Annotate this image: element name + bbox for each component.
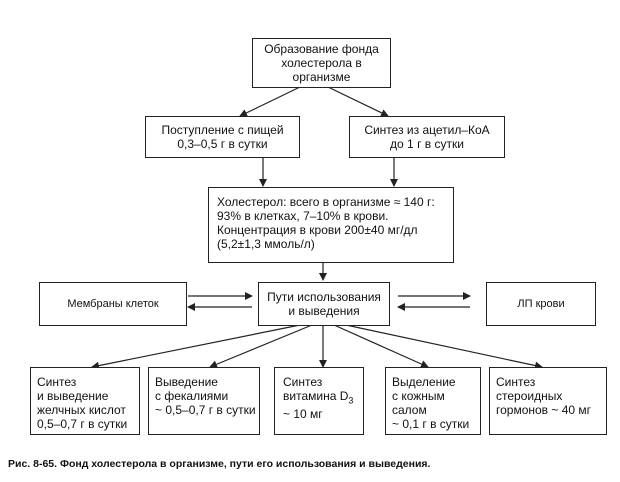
pool-formation-line: холестерола в	[281, 56, 362, 70]
fecal-excretion-box: Выведение с фекалиями ~ 0,5–0,7 г в сутк…	[148, 367, 260, 435]
fecal-excretion-line: ~ 0,5–0,7 г в сутки	[155, 403, 256, 417]
dietary-intake-box: Поступление с пищей 0,3–0,5 г в сутки	[145, 116, 300, 158]
sebum-excretion-box: Выделение с кожным салом ~ 0,1 г в сутки	[385, 367, 481, 435]
sebum-excretion-line: Выделение	[392, 375, 456, 389]
pool-formation-line: организме	[292, 70, 351, 84]
bile-acids-line: и выведение	[37, 389, 109, 403]
figure-caption: Рис. 8-65. Фонд холестерола в организме,…	[8, 458, 431, 470]
sebum-excretion-line: ~ 0,1 г в сутки	[392, 417, 470, 431]
sebum-excretion-line: с кожным	[392, 389, 445, 403]
vitamin-d3-line: витамина D3	[283, 389, 355, 407]
cholesterol-total-line: Концентрация в крови 200±40 мг/дл	[217, 223, 418, 237]
lp-blood-box: ЛП крови	[486, 282, 596, 326]
usage-routes-line: и выведения	[288, 304, 360, 318]
cholesterol-total-line: Холестерол: всего в организме ≈ 140 г:	[217, 195, 435, 209]
cholesterol-total-line: (5,2±1,3 ммоль/л)	[217, 237, 315, 251]
cholesterol-total-line: 93% в клетках, 7–10% в крови.	[217, 209, 389, 223]
acetyl-coa-synthesis-box: Синтез из ацетил–КоА до 1 г в сутки	[349, 116, 505, 158]
vitamin-d3-line: Синтез	[283, 375, 323, 389]
vitamin-d3-box: Синтез витамина D3 ~ 10 мг	[274, 367, 364, 435]
bile-acids-line: Синтез	[37, 375, 77, 389]
pool-formation-box: Образование фонда холестерола в организм…	[252, 38, 391, 88]
lp-blood-label: ЛП крови	[517, 298, 565, 310]
usage-routes-line: Пути использования	[267, 290, 381, 304]
dietary-intake-line: 0,3–0,5 г в сутки	[177, 137, 268, 151]
pool-formation-line: Образование фонда	[264, 42, 379, 56]
usage-routes-box: Пути использования и выведения	[258, 282, 390, 326]
acetyl-coa-synthesis-line: до 1 г в сутки	[390, 137, 464, 151]
bile-acids-box: Синтез и выведение желчных кислот 0,5–0,…	[30, 367, 140, 435]
sebum-excretion-line: салом	[392, 403, 427, 417]
vitamin-d3-name: витамина D	[283, 389, 349, 403]
vitamin-d3-subscript: 3	[348, 395, 354, 406]
steroid-hormones-line: стероидных	[496, 389, 563, 403]
fecal-excretion-line: с фекалиями	[155, 389, 229, 403]
steroid-hormones-box: Синтез стероидных гормонов ~ 40 мг	[489, 367, 607, 435]
vitamin-d3-line: ~ 10 мг	[283, 407, 323, 422]
cell-membranes-label: Мембраны клеток	[67, 298, 159, 310]
arrow-usage-to-hormones	[345, 324, 543, 370]
arrow-pool-to-intake	[239, 86, 301, 117]
arrow-usage-to-fecal	[209, 324, 313, 369]
fecal-excretion-line: Выведение	[155, 375, 218, 389]
arrow-usage-to-bile	[91, 324, 301, 370]
dietary-intake-line: Поступление с пищей	[161, 123, 284, 137]
arrow-usage-to-sebum	[333, 324, 429, 368]
cell-membranes-box: Мембраны клеток	[39, 282, 187, 326]
bile-acids-line: желчных кислот	[37, 403, 126, 417]
steroid-hormones-line: гормонов ~ 40 мг	[496, 403, 592, 417]
cholesterol-total-box: Холестерол: всего в организме ≈ 140 г: 9…	[208, 187, 454, 263]
arrow-pool-to-synthesis	[327, 86, 389, 117]
acetyl-coa-synthesis-line: Синтез из ацетил–КоА	[364, 123, 490, 137]
bile-acids-line: 0,5–0,7 г в сутки	[37, 417, 128, 431]
steroid-hormones-line: Синтез	[496, 375, 536, 389]
